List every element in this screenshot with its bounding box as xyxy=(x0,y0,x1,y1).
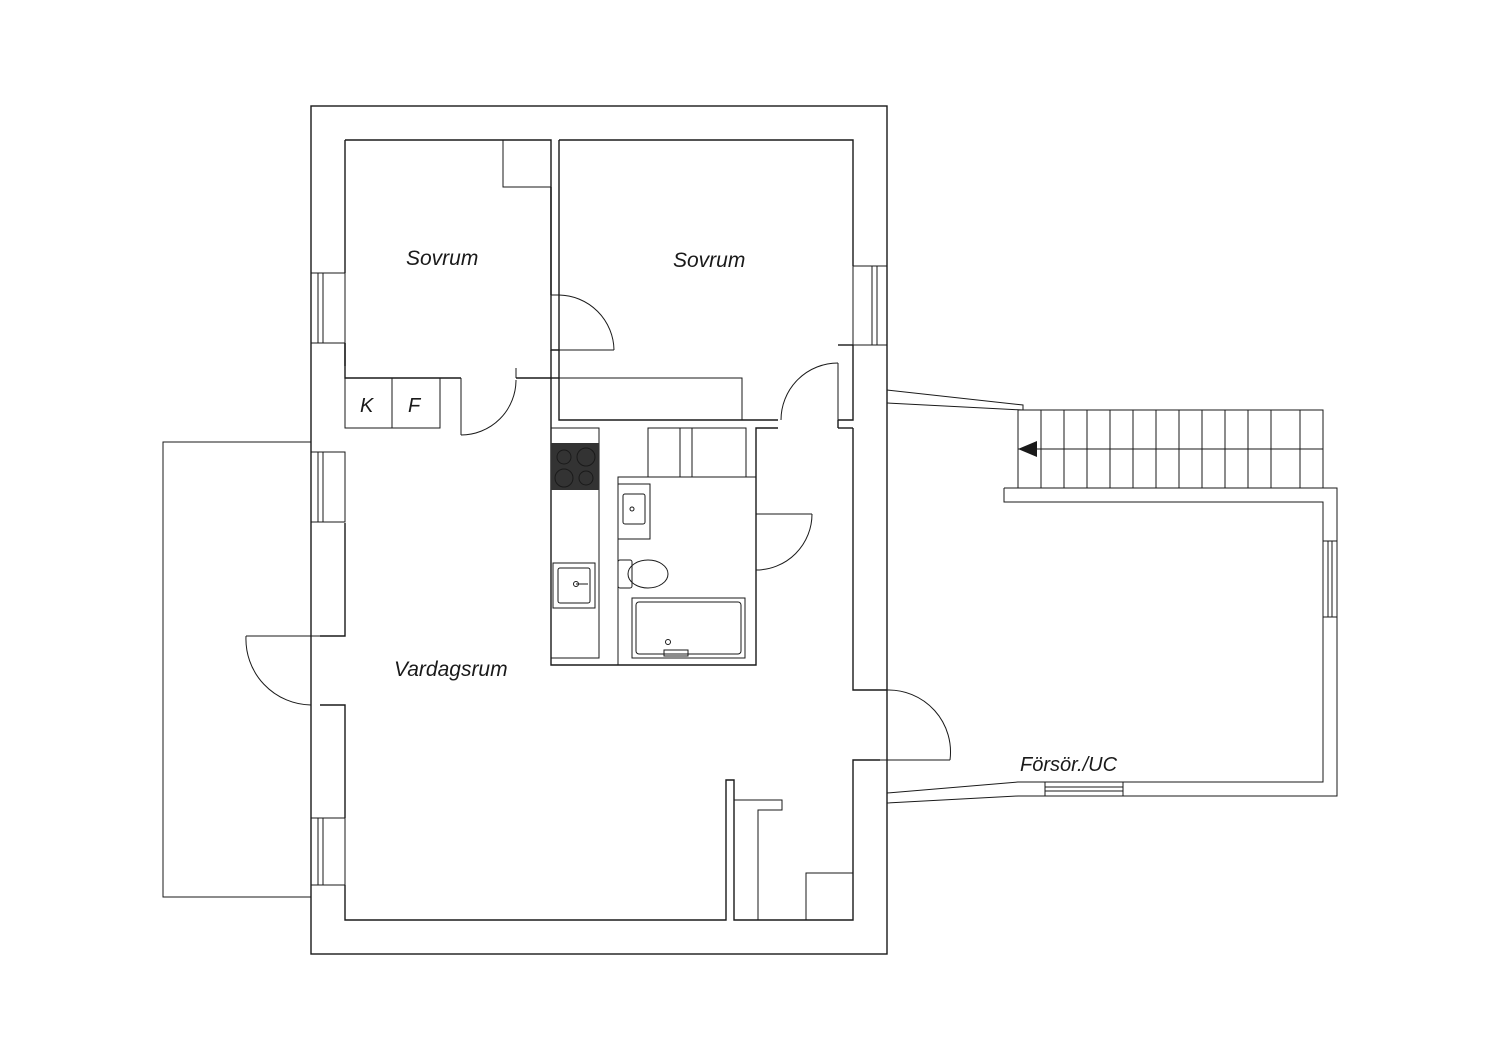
door-bathroom xyxy=(755,513,813,571)
wall-bedroom-2-bottom xyxy=(558,350,778,421)
door-utility xyxy=(880,689,951,761)
inner-wall-left-mid xyxy=(320,523,346,637)
kitchen-sink-icon xyxy=(552,562,596,609)
toilet-icon xyxy=(617,559,669,589)
bathroom xyxy=(617,427,757,666)
inner-wall-right-low xyxy=(852,428,887,691)
wardrobe-bedroom-2 xyxy=(559,377,743,420)
closets: K F xyxy=(344,377,462,435)
main-building: K F xyxy=(245,105,951,955)
utility-extension: Försör./UC xyxy=(886,389,1338,804)
wall-bedroom-divider xyxy=(550,140,560,351)
room-label-utility: Försör./UC xyxy=(1020,754,1118,776)
wall-bedroom-1-bottom-right xyxy=(516,350,552,379)
inner-wall-bottom xyxy=(344,759,880,921)
terrace-left xyxy=(162,441,311,898)
wall-kitchen-top xyxy=(550,378,778,666)
wardrobe-bedroom-1 xyxy=(502,139,552,188)
window-right-top xyxy=(852,265,888,346)
door-bedroom-2 xyxy=(551,294,615,351)
inner-wall-outline xyxy=(345,139,552,295)
window-left-mid xyxy=(310,451,346,523)
kitchen-counter xyxy=(550,427,600,659)
closet-label-fridge: F xyxy=(408,395,422,417)
window-utility-bottom xyxy=(1044,781,1124,797)
staircase xyxy=(1017,409,1324,489)
door-terrace xyxy=(245,635,320,706)
outer-wall-outline xyxy=(310,105,888,955)
room-label-bedroom-1: Sovrum xyxy=(406,247,478,270)
window-left-bottom xyxy=(310,817,346,886)
inner-wall-top-right xyxy=(559,139,854,266)
window-utility-right xyxy=(1322,540,1338,618)
room-label-living-room: Vardagsrum xyxy=(394,658,508,681)
window-left-top xyxy=(310,272,346,344)
closet-label-freezer: K xyxy=(360,395,375,417)
inner-wall-left-low xyxy=(320,704,346,818)
room-label-bedroom-2: Sovrum xyxy=(673,249,745,272)
arrow-left-icon xyxy=(1018,441,1037,457)
bathtub-icon xyxy=(631,597,746,659)
wall-bedroom-1-bottom xyxy=(344,366,461,379)
door-bedroom-1 xyxy=(460,368,517,436)
door-hallway-right xyxy=(780,344,853,429)
washbasin-icon xyxy=(617,483,651,540)
storage-bottom-right xyxy=(734,799,854,921)
inner-wall-right xyxy=(838,345,854,421)
